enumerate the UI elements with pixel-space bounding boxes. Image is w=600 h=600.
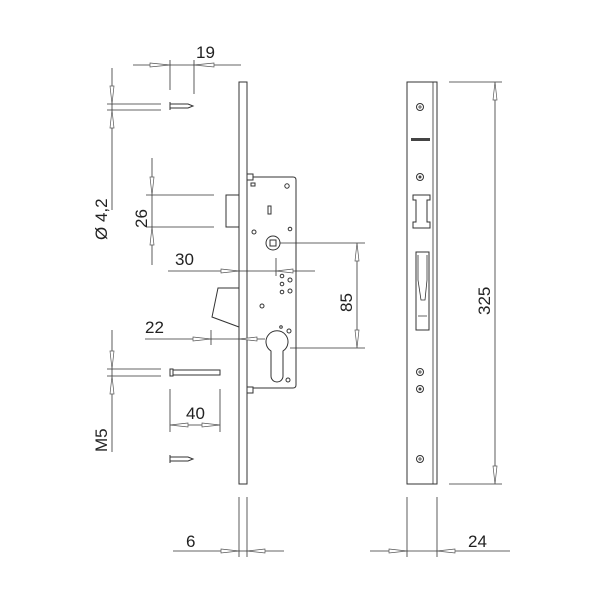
wood-screw-top xyxy=(169,102,195,110)
screw-icon xyxy=(416,368,424,376)
dim-label-m5: M5 xyxy=(92,428,111,452)
latch-bolt-front xyxy=(412,194,431,229)
dim-label-85: 85 xyxy=(337,293,356,312)
dim-label-26: 26 xyxy=(132,209,151,228)
hook-bolt-front xyxy=(415,251,430,331)
dim-label-325: 325 xyxy=(475,287,494,315)
through-bolt xyxy=(169,368,221,377)
wood-screw-bottom xyxy=(169,455,195,463)
dim-label-6: 6 xyxy=(186,532,195,551)
screw-icon xyxy=(416,455,424,463)
screw-icon xyxy=(416,385,424,393)
case-tab-bottom xyxy=(246,386,254,394)
dim-label-24: 24 xyxy=(468,532,487,551)
dimension-lines xyxy=(107,60,510,557)
small-slot xyxy=(250,182,256,187)
euro-cylinder-cutout xyxy=(265,330,289,383)
screw-icon xyxy=(416,103,424,111)
marking-text xyxy=(411,138,430,141)
slot xyxy=(267,205,272,215)
screw-icon xyxy=(416,173,424,181)
dim-label-40: 40 xyxy=(186,404,205,423)
spindle-square xyxy=(269,239,277,247)
dim-label-22: 22 xyxy=(145,318,164,337)
latch-bolt xyxy=(225,194,240,228)
faceplate-side xyxy=(238,81,248,485)
case-tab-top xyxy=(246,173,254,181)
case-holes xyxy=(251,183,293,383)
dim-label-diameter: Ø 4,2 xyxy=(92,198,111,240)
front-view xyxy=(406,81,438,485)
hook-bolt xyxy=(211,287,240,328)
dim-label-19: 19 xyxy=(196,43,215,62)
dim-label-30: 30 xyxy=(175,250,194,269)
hook-bolt-detail xyxy=(417,255,428,317)
side-view xyxy=(211,81,297,485)
